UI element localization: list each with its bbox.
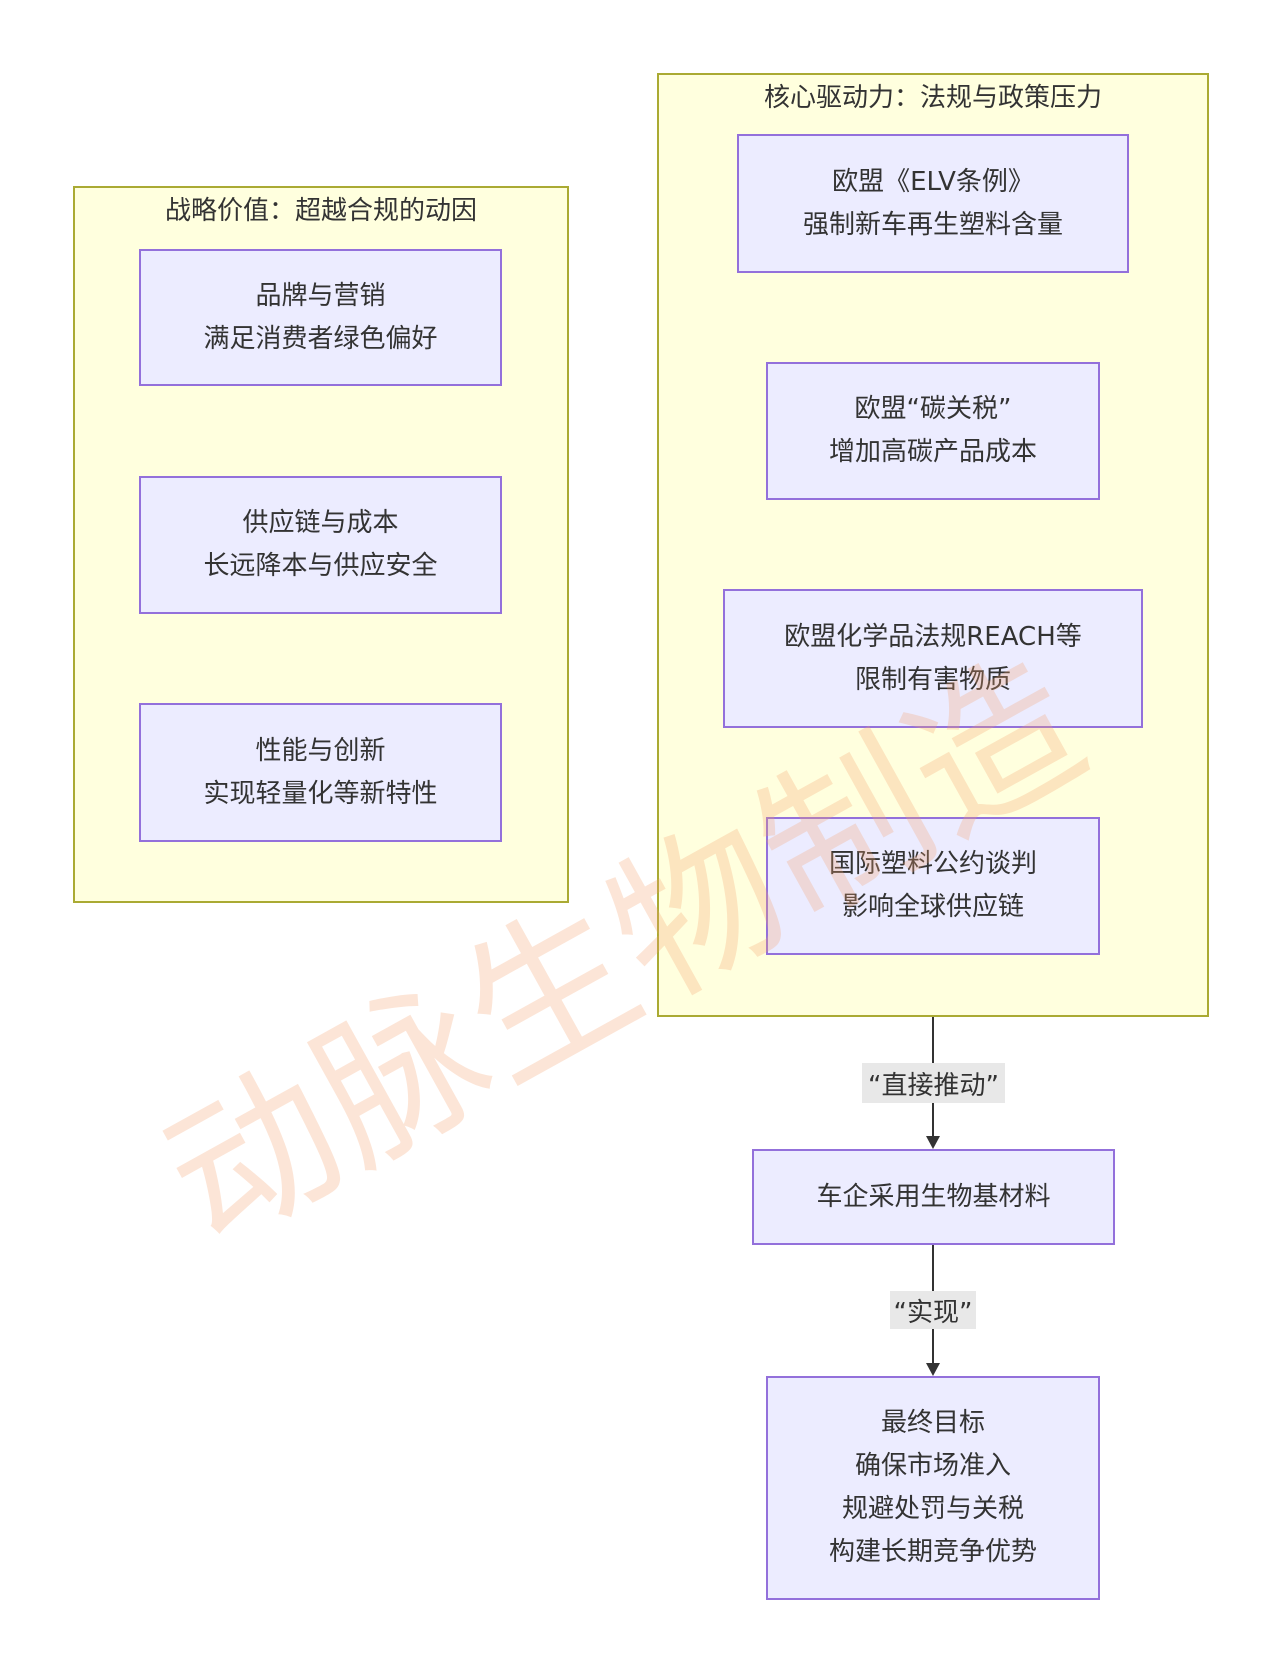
node-eu-elv: 欧盟《ELV条例》 强制新车再生塑料含量 (737, 134, 1129, 273)
arrowhead-icon (926, 1136, 940, 1149)
node-supply-chain-cost: 供应链与成本 长远降本与供应安全 (139, 476, 502, 614)
edge-label-push: “直接推动” (862, 1063, 1005, 1103)
arrowhead-icon (926, 1363, 940, 1376)
cluster-title: 核心驱动力：法规与政策压力 (763, 83, 1102, 113)
cluster-title: 战略价值：超越合规的动因 (164, 196, 477, 226)
node-line: 限制有害物质 (854, 664, 1011, 695)
node-eu-reach: 欧盟化学品法规REACH等 限制有害物质 (723, 589, 1143, 728)
node-line: 强制新车再生塑料含量 (802, 209, 1063, 240)
node-line: 规避处罚与关税 (841, 1494, 1024, 1524)
node-line: 实现轻量化等新特性 (203, 778, 438, 809)
node-line: 影响全球供应链 (841, 892, 1024, 922)
node-plastics-treaty: 国际塑料公约谈判 影响全球供应链 (766, 817, 1100, 955)
node-line: 车企采用生物基材料 (816, 1181, 1051, 1212)
node-line: 确保市场准入 (854, 1451, 1011, 1481)
node-eu-carbon-tariff: 欧盟“碳关税” 增加高碳产品成本 (766, 362, 1100, 500)
edge-label-realize: “实现” (890, 1291, 976, 1329)
node-line: 增加高碳产品成本 (828, 437, 1037, 467)
node-line: 国际塑料公约谈判 (828, 849, 1037, 879)
node-adopt-biobased: 车企采用生物基材料 (752, 1149, 1115, 1245)
node-line: 最终目标 (880, 1408, 985, 1438)
node-performance-innovation: 性能与创新 实现轻量化等新特性 (139, 703, 502, 842)
node-brand-marketing: 品牌与营销 满足消费者绿色偏好 (139, 249, 502, 386)
node-line: 构建长期竞争优势 (828, 1537, 1037, 1567)
node-line: 供应链与成本 (242, 508, 399, 538)
node-line: 满足消费者绿色偏好 (203, 323, 438, 354)
node-line: 欧盟化学品法规REACH等 (784, 621, 1082, 652)
node-line: 欧盟《ELV条例》 (832, 166, 1034, 197)
node-line: 欧盟“碳关税” (854, 394, 1012, 424)
node-line: 品牌与营销 (255, 280, 386, 311)
node-final-goal: 最终目标 确保市场准入 规避处罚与关税 构建长期竞争优势 (766, 1376, 1100, 1600)
node-line: 性能与创新 (255, 735, 386, 766)
node-line: 长远降本与供应安全 (203, 551, 438, 581)
